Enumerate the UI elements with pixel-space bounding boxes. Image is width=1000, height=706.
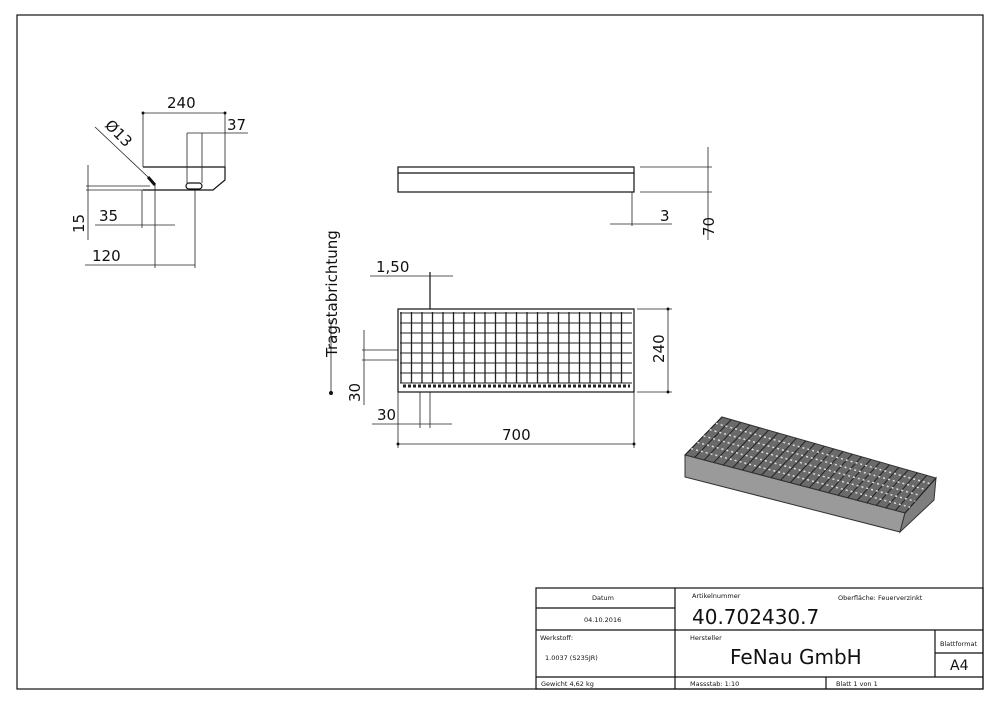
sheet-frame — [16, 14, 984, 690]
dim-hole: Ø13 — [101, 116, 136, 151]
dim-slot: 37 — [227, 116, 246, 134]
iso-bar — [732, 429, 769, 468]
iso-cross-bar — [709, 428, 926, 491]
iso-bar — [751, 435, 788, 473]
weight: Gewicht 4,62 kg — [541, 680, 594, 688]
dim-bar-thickness: 1,50 — [376, 258, 409, 276]
dim-thickness: 3 — [660, 207, 670, 225]
dim-slot-distance: 120 — [92, 247, 121, 265]
sheet: Blatt 1 von 1 — [836, 680, 878, 688]
date-label: Datum — [592, 594, 614, 602]
dim-width: 240 — [167, 94, 196, 112]
article-number: 40.702430.7 — [692, 605, 819, 629]
date-value: 04.10.2016 — [584, 616, 621, 624]
manufacturer-label: Hersteller — [690, 634, 722, 642]
dim-length: 700 — [502, 426, 531, 444]
isometric-view — [684, 416, 937, 534]
iso-bar — [703, 421, 741, 461]
iso-cross-bar — [715, 422, 932, 485]
iso-bar — [713, 424, 751, 463]
dim-mesh-vertical: 30 — [346, 383, 364, 402]
iso-bar — [722, 427, 760, 466]
format-label: Blattformat — [940, 640, 977, 648]
scale: Massstab: 1:10 — [690, 680, 739, 688]
slot — [185, 182, 203, 190]
dim-front-height: 70 — [700, 217, 718, 236]
iso-bar — [761, 437, 797, 476]
front-view: 3 70 — [397, 147, 718, 240]
grid-view: 1,50 30 30 700 240 Tragstabrichtung — [323, 230, 672, 448]
iso-bar — [694, 419, 732, 458]
format-value: A4 — [950, 658, 969, 674]
material-label: Werkstoff: — [540, 634, 573, 642]
dim-depth: 240 — [650, 334, 668, 363]
dim-height: 15 — [70, 214, 88, 233]
side-view: 240 37 Ø13 15 35 120 — [70, 94, 248, 268]
title-block: Datum 04.10.2016 Artikelnummer 40.702430… — [535, 587, 984, 690]
manufacturer: FeNau GmbH — [730, 645, 862, 669]
dim-hole-offset: 35 — [99, 207, 118, 225]
load-direction-label: Tragstabrichtung — [323, 230, 341, 358]
iso-bar — [742, 432, 779, 471]
article-label: Artikelnummer — [692, 592, 741, 600]
iso-bar — [780, 443, 816, 481]
iso-bar — [770, 440, 807, 479]
material-value: 1.0037 (S235JR) — [545, 654, 598, 662]
dim-mesh-horizontal: 30 — [377, 406, 396, 424]
surface: Oberfläche: Feuerverzinkt — [838, 594, 923, 602]
